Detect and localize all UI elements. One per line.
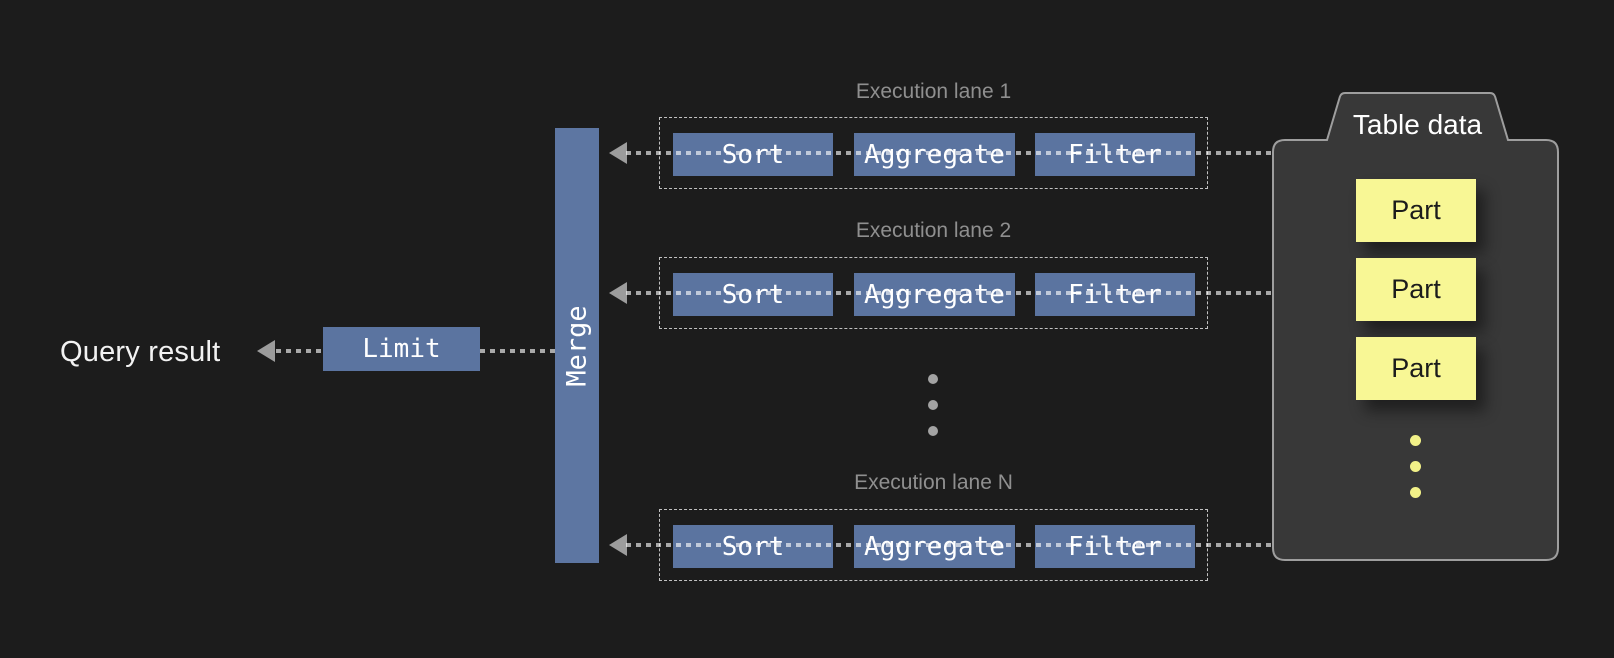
query-result-label: Query result (60, 336, 221, 368)
part-box: Part (1356, 258, 1476, 321)
part-label: Part (1391, 195, 1441, 225)
part-label: Part (1391, 274, 1441, 304)
lane2-flow-line (626, 291, 1273, 295)
lane-title: Execution lane 1 (855, 80, 1012, 103)
limit-operator: Limit (323, 327, 480, 371)
lane2-arrowhead-icon (609, 282, 627, 304)
lane1-flow-line (626, 151, 1273, 155)
lane1-arrowhead-icon (609, 142, 627, 164)
result-arrowhead-icon (257, 340, 275, 362)
lanes-ellipsis-dot (928, 426, 938, 436)
result-flow-line (276, 349, 324, 353)
part-label: Part (1391, 353, 1441, 383)
lane-title: Execution lane 2 (855, 219, 1012, 242)
part-box: Part (1356, 179, 1476, 242)
merge-operator: Merge (555, 128, 599, 563)
lanes-ellipsis-dot (928, 374, 938, 384)
lane-title: Execution lane N (854, 471, 1013, 494)
laneN-flow-line (626, 543, 1273, 547)
parts-ellipsis-dot (1410, 461, 1421, 472)
merge-label: Merge (561, 304, 593, 387)
limit-label: Limit (362, 334, 441, 364)
parts-ellipsis-dot (1410, 487, 1421, 498)
lanes-ellipsis-dot (928, 400, 938, 410)
table-data-shape (1272, 92, 1559, 561)
parts-ellipsis-dot (1410, 435, 1421, 446)
table-data-title: Table data (1352, 109, 1483, 140)
laneN-arrowhead-icon (609, 534, 627, 556)
part-box: Part (1356, 337, 1476, 400)
merge-to-limit-line (480, 349, 556, 353)
